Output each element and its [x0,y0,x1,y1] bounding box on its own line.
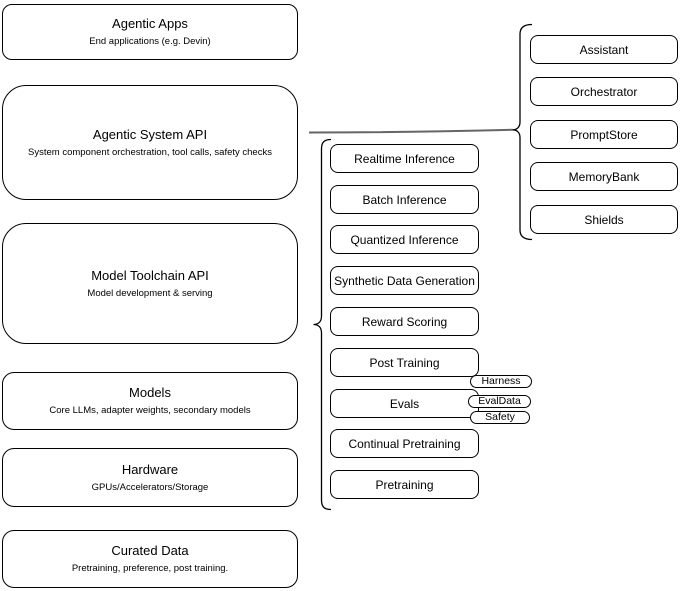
toolchain-item-pretraining: Pretraining [330,470,479,499]
toolchain-item-label: Synthetic Data Generation [334,273,475,288]
layer-curated-data: Curated Data Pretraining, preference, po… [2,530,298,588]
toolchain-item-label: Realtime Inference [354,151,455,166]
toolchain-item-continual-pretraining: Continual Pretraining [330,429,479,458]
layer-agentic-apps: Agentic Apps End applications (e.g. Devi… [2,4,298,60]
toolchain-item-synthetic-data-generation: Synthetic Data Generation [330,266,479,295]
evals-tag-safety: Safety [470,411,530,424]
toolchain-brace [313,138,332,511]
toolchain-item-reward-scoring: Reward Scoring [330,307,479,336]
layer-subtitle: GPUs/Accelerators/Storage [91,481,209,493]
layer-hardware: Hardware GPUs/Accelerators/Storage [2,448,298,507]
layer-model-toolchain-api: Model Toolchain API Model development & … [2,223,298,344]
layer-title: Models [129,385,171,400]
layer-subtitle: End applications (e.g. Devin) [89,36,211,47]
toolchain-item-post-training: Post Training [330,348,479,377]
layer-title: Curated Data [111,543,189,558]
layer-title: Hardware [121,461,179,477]
layer-title: Agentic Apps [112,16,188,31]
component-promptstore: PromptStore [530,120,678,149]
toolchain-item-realtime-inference: Realtime Inference [330,144,479,173]
component-memorybank: MemoryBank [530,162,678,191]
system-api-connector-line [308,128,513,134]
toolchain-item-batch-inference: Batch Inference [330,185,479,214]
toolchain-item-quantized-inference: Quantized Inference [330,225,479,254]
layer-subtitle: Pretraining, preference, post training. [71,563,229,574]
layer-title: Model Toolchain API [91,267,209,283]
evals-tag-label: Harness [481,375,521,387]
component-label: Assistant [579,42,629,57]
component-shields: Shields [530,205,678,234]
layer-title: Agentic System API [92,126,208,142]
toolchain-item-label: Evals [389,396,420,411]
toolchain-item-label: Reward Scoring [361,314,448,329]
evals-tag-harness: Harness [470,375,532,388]
evals-tag-label: EvalData [478,395,521,407]
component-orchestrator: Orchestrator [530,77,678,106]
layer-subtitle: Model development & serving [87,287,213,299]
toolchain-item-label: Batch Inference [362,192,447,207]
layer-subtitle: Core LLMs, adapter weights, secondary mo… [49,405,251,416]
evals-tag-label: Safety [485,411,515,423]
layer-agentic-system-api: Agentic System API System component orch… [2,85,298,200]
toolchain-item-label: Pretraining [375,477,434,492]
component-label: MemoryBank [568,169,640,184]
component-label: PromptStore [570,127,638,142]
toolchain-item-label: Quantized Inference [350,232,459,247]
layer-subtitle: System component orchestration, tool cal… [28,146,272,158]
toolchain-item-evals: Evals [330,389,479,418]
toolchain-item-label: Continual Pretraining [348,436,461,451]
component-assistant: Assistant [530,35,678,64]
evals-tag-evaldata: EvalData [468,395,531,408]
layer-models: Models Core LLMs, adapter weights, secon… [2,372,298,430]
component-label: Shields [584,212,624,227]
component-label: Orchestrator [570,84,638,99]
toolchain-item-label: Post Training [369,355,440,370]
